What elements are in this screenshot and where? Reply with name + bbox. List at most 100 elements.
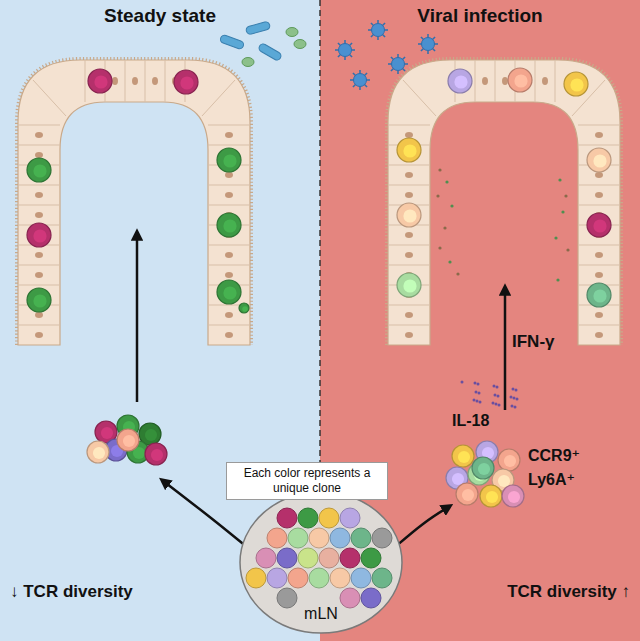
nucleus xyxy=(35,192,43,198)
lymph-node: mLN xyxy=(238,490,404,635)
nucleus xyxy=(405,312,413,318)
bacterium xyxy=(245,21,270,35)
cell-border xyxy=(403,80,436,116)
cell-border xyxy=(578,245,620,246)
ifn-speck xyxy=(438,168,441,171)
lymphocyte xyxy=(397,203,421,227)
virus xyxy=(335,40,355,60)
lymphocyte-core xyxy=(403,209,416,222)
nucleus xyxy=(35,152,43,158)
lymphocyte xyxy=(174,70,198,94)
lymphocyte xyxy=(372,528,392,548)
marker-label: CCR9⁺ xyxy=(528,446,580,465)
lymphocyte xyxy=(498,449,520,471)
il18-speck xyxy=(498,404,501,407)
cell-border xyxy=(578,325,620,326)
ifn-speck xyxy=(556,278,559,281)
lymphocyte xyxy=(27,223,51,247)
lymphocyte-core xyxy=(508,491,520,503)
nucleus xyxy=(595,252,603,258)
lymphocyte xyxy=(351,528,371,548)
lymphocyte xyxy=(87,441,109,463)
lymphocyte xyxy=(288,528,308,548)
virus-capsid xyxy=(392,58,405,71)
lymphocyte-core xyxy=(33,164,46,177)
clone-note-box: Each color represents a unique clone xyxy=(226,462,388,500)
virus xyxy=(388,54,408,74)
il18-speck xyxy=(512,388,515,391)
lymphocyte-core xyxy=(223,219,236,232)
cell-border xyxy=(388,305,430,306)
lymphocyte xyxy=(217,280,241,304)
lymphocyte xyxy=(309,568,329,588)
nucleus xyxy=(595,172,603,178)
ifn-speck xyxy=(443,226,446,229)
nucleus xyxy=(35,332,43,338)
lymphocyte-core xyxy=(498,475,510,487)
lymphocyte-core xyxy=(570,78,583,91)
lymphocyte xyxy=(267,528,287,548)
lymphocyte xyxy=(217,148,241,172)
nucleus xyxy=(542,77,548,85)
cell-border xyxy=(18,185,60,186)
cell-border xyxy=(578,145,620,146)
lymphocyte xyxy=(256,548,276,568)
lymphocyte-core xyxy=(403,279,416,292)
cell-border xyxy=(535,60,536,102)
lymphocyte xyxy=(448,69,472,93)
lymphocyte xyxy=(288,568,308,588)
nucleus xyxy=(225,192,233,198)
cell-border xyxy=(125,60,126,102)
note-text: Each color represents a unique clone xyxy=(234,466,380,496)
cell-border xyxy=(578,205,620,206)
il18-speck xyxy=(497,395,500,398)
nucleus xyxy=(35,212,43,218)
cell-border xyxy=(388,325,430,326)
il18-speck xyxy=(515,389,518,392)
cytokine-label: IL-18 xyxy=(452,412,489,430)
virus xyxy=(350,70,370,90)
lymphocyte xyxy=(397,138,421,162)
epithelium xyxy=(18,60,250,345)
cell-border xyxy=(18,285,60,286)
lymphocyte xyxy=(319,508,339,528)
cell-border xyxy=(208,245,250,246)
ifn-speck xyxy=(445,180,448,183)
nucleus xyxy=(225,172,233,178)
lymphocyte xyxy=(277,508,297,528)
il18-speck xyxy=(461,381,464,384)
lymphocyte xyxy=(480,485,502,507)
cell-border xyxy=(555,60,556,102)
ifn-speck xyxy=(558,178,561,181)
il18-speck xyxy=(474,382,477,385)
il18-speck xyxy=(494,394,497,397)
cell-border xyxy=(388,165,430,166)
il18-speck xyxy=(493,385,496,388)
lymphocyte xyxy=(456,483,478,505)
cytokine-label: IFN-γ xyxy=(512,332,555,352)
lymphocyte-core xyxy=(93,447,105,459)
nucleus xyxy=(405,252,413,258)
nucleus xyxy=(405,232,413,238)
lymphocyte-core xyxy=(223,286,236,299)
lymphocyte xyxy=(340,508,360,528)
ifn-speck xyxy=(561,210,564,213)
panel-divider xyxy=(319,0,321,470)
node-label: mLN xyxy=(304,605,338,623)
lymphocyte-core xyxy=(101,427,113,439)
lymphocyte xyxy=(277,588,297,608)
cell-border xyxy=(202,80,235,116)
lymphocyte-core xyxy=(123,435,135,447)
cell-border xyxy=(165,60,166,102)
nucleus xyxy=(35,312,43,318)
lymphocyte xyxy=(217,213,241,237)
cell-border xyxy=(578,185,620,186)
nucleus xyxy=(132,77,138,85)
lymphocyte xyxy=(361,548,381,568)
cell-border xyxy=(388,245,430,246)
nucleus xyxy=(225,252,233,258)
lymphocyte xyxy=(27,158,51,182)
ifn-speck xyxy=(448,260,451,263)
lymphocyte xyxy=(277,548,297,568)
cell-border xyxy=(208,205,250,206)
